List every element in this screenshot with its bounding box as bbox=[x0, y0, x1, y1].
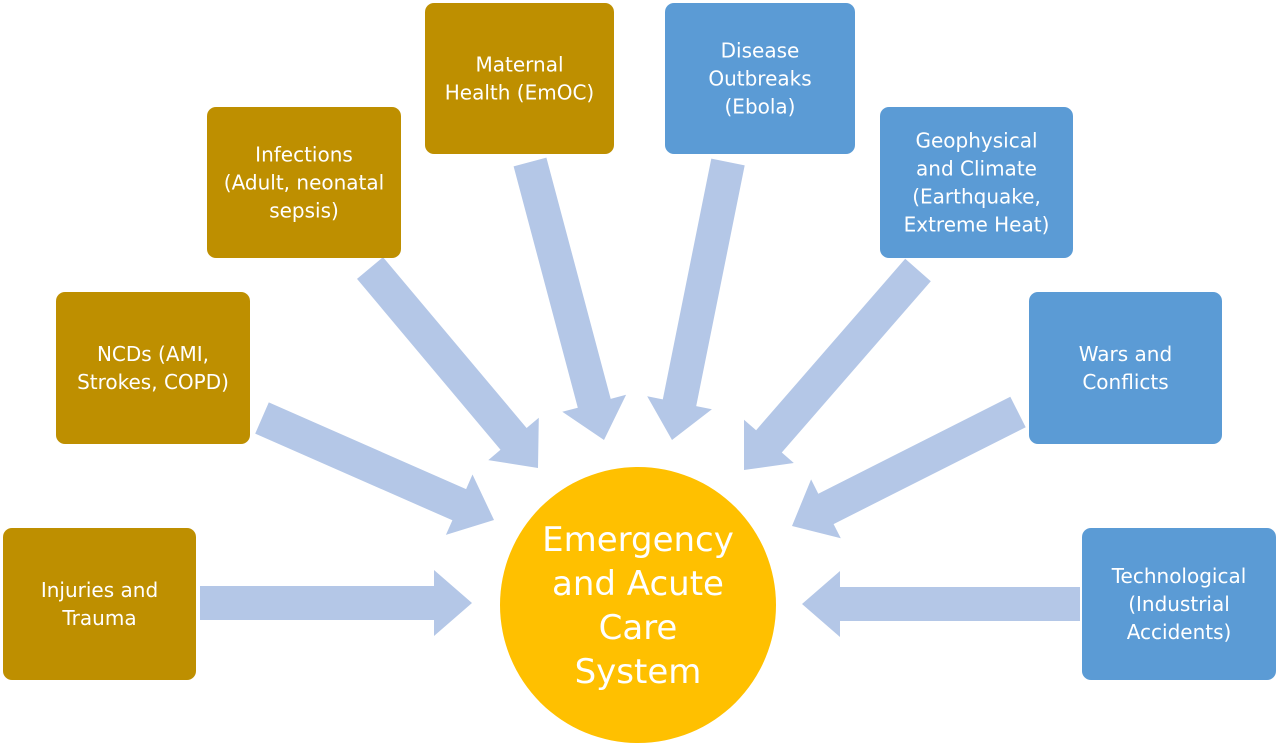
box-infections-label: Infections (Adult, neonatal sepsis) bbox=[224, 143, 384, 223]
box-geophysical-background bbox=[880, 107, 1073, 258]
box-ncds: NCDs (AMI, Strokes, COPD) bbox=[56, 292, 250, 444]
box-maternal-line: Maternal bbox=[475, 53, 563, 77]
arrow-wars bbox=[792, 396, 1026, 539]
arrow-infections bbox=[357, 257, 539, 468]
arrow-ncds bbox=[255, 402, 494, 535]
box-ncds-line: NCDs (AMI, bbox=[97, 342, 209, 366]
box-infections-background bbox=[207, 107, 401, 258]
arrow-technological bbox=[802, 571, 1080, 637]
center-label-line: and Acute bbox=[552, 564, 724, 604]
box-geophysical-line: (Earthquake, bbox=[912, 185, 1041, 209]
box-infections: Infections (Adult, neonatal sepsis) bbox=[207, 107, 401, 258]
box-ncds-line: Strokes, COPD) bbox=[77, 370, 229, 394]
box-injuries-line: Injuries and bbox=[41, 578, 158, 602]
arrows-layer bbox=[200, 157, 1080, 637]
center-label-line: Emergency bbox=[542, 520, 734, 560]
box-geophysical: Geophysical and Climate (Earthquake, Extrem… bbox=[880, 107, 1073, 258]
box-ncds-label: NCDs (AMI, Strokes, COPD) bbox=[77, 342, 229, 394]
box-geophysical-line: Geophysical bbox=[915, 129, 1037, 153]
box-injuries-line: Trauma bbox=[61, 606, 136, 630]
box-infections-line: Infections bbox=[255, 143, 353, 167]
box-infections-line: sepsis) bbox=[269, 199, 339, 223]
box-disease-line: Outbreaks bbox=[708, 67, 811, 91]
box-technological-line: (Industrial bbox=[1128, 592, 1230, 616]
box-maternal-background bbox=[425, 3, 614, 154]
box-wars-background bbox=[1029, 292, 1222, 444]
box-ncds-background bbox=[56, 292, 250, 444]
arrow-disease bbox=[647, 158, 745, 440]
arrow-injuries bbox=[200, 570, 472, 636]
box-maternal-line: Health (EmOC) bbox=[445, 81, 594, 105]
box-technological-line: Accidents) bbox=[1127, 620, 1232, 644]
center-label-line: System bbox=[575, 652, 702, 692]
box-technological-background bbox=[1082, 528, 1276, 680]
center-label-line: Care bbox=[599, 608, 678, 648]
box-wars-line: Wars and bbox=[1079, 342, 1172, 366]
arrow-maternal bbox=[513, 157, 627, 440]
box-wars-line: Conflicts bbox=[1082, 370, 1168, 394]
box-geophysical-line: Extreme Heat) bbox=[904, 213, 1050, 237]
arrow-geophysical bbox=[744, 258, 931, 470]
box-geophysical-line: and Climate bbox=[916, 157, 1037, 181]
box-injuries-background bbox=[3, 528, 196, 680]
center-circle bbox=[500, 467, 776, 743]
box-disease-background bbox=[665, 3, 855, 154]
box-disease-line: Disease bbox=[721, 39, 800, 63]
box-technological-line: Technological bbox=[1111, 564, 1247, 588]
box-infections-line: (Adult, neonatal bbox=[224, 171, 384, 195]
box-disease-line: (Ebola) bbox=[725, 95, 796, 119]
box-geophysical-label: Geophysical and Climate (Earthquake, Extrem… bbox=[904, 129, 1050, 237]
